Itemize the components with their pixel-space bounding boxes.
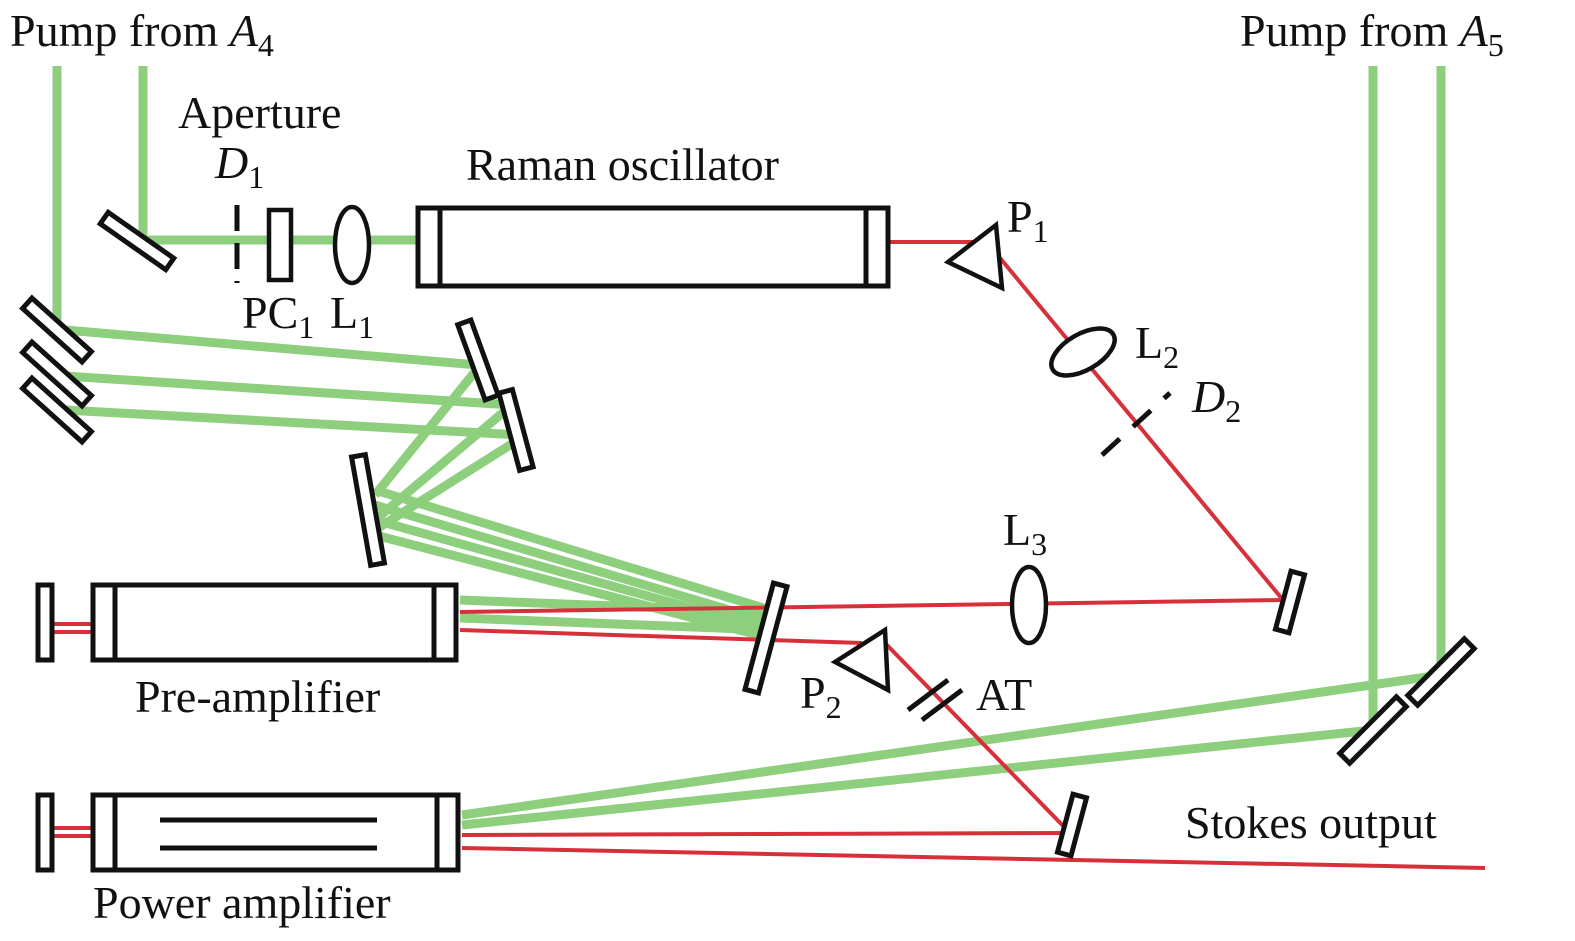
- stokes-beam-output: [461, 846, 1486, 870]
- mirror-preamp-input: [741, 580, 791, 696]
- pump-beam-fan-2: [373, 500, 772, 627]
- aperture-d2-icon: [1100, 391, 1172, 457]
- mirror-stokes-corner: [1272, 568, 1308, 636]
- pump-beam-power-2: [461, 725, 1374, 830]
- mirror-right-lower: [495, 386, 537, 474]
- stokes-beam-p1-to-mirror: [998, 256, 1285, 602]
- label-d1: D1: [214, 137, 264, 195]
- pump-beam-upper: [64, 325, 479, 370]
- mirror-left-1: [19, 294, 95, 366]
- stokes-beam-mirror-to-preamp: [459, 598, 1284, 614]
- pump-beam-fan-4: [373, 530, 772, 643]
- label-l3: L3: [1003, 504, 1047, 562]
- label-p2: P2: [800, 667, 842, 725]
- attenuator-icon: [906, 678, 964, 722]
- lens-l3: [1009, 564, 1049, 646]
- mirror-right-upper: [454, 316, 502, 404]
- stokes-beam-p2-to-mirror: [883, 641, 1072, 835]
- label-pump-from-a4: Pump from A4: [10, 5, 274, 63]
- label-stokes-output: Stokes output: [1185, 797, 1437, 848]
- label-aperture: Aperture: [178, 87, 341, 138]
- pump-beam-fan-1: [373, 485, 772, 615]
- label-l2: L2: [1135, 317, 1179, 375]
- stokes-beams: [52, 240, 1486, 870]
- label-at: AT: [976, 669, 1032, 720]
- pump-beam-cross-3: [372, 436, 521, 534]
- mirror-left-3: [19, 374, 95, 446]
- power-amplifier: [90, 792, 461, 873]
- label-l1: L1: [330, 287, 374, 345]
- stokes-beam-mirror-to-power: [461, 831, 1071, 837]
- pump-beam-cross-1: [371, 365, 482, 498]
- label-power-amplifier: Power amplifier: [93, 877, 391, 928]
- mirror-pump-a4-input: [96, 208, 178, 274]
- mirror-middle: [348, 451, 388, 569]
- mirror-pump-a5-upper: [1404, 635, 1478, 709]
- label-pump-from-a5: Pump from A5: [1240, 5, 1504, 63]
- mirror-power-end: [35, 792, 55, 873]
- prism-p1: [943, 220, 1005, 292]
- lens-l1: [332, 204, 372, 286]
- label-d2: D2: [1191, 371, 1241, 429]
- pump-beam-power-1: [461, 670, 1442, 820]
- label-raman-oscillator: Raman oscillator: [466, 139, 779, 190]
- pump-beam-preamp-2: [459, 613, 771, 635]
- stokes-beam-preamp-out: [459, 628, 863, 645]
- mirror-left-2: [19, 338, 95, 410]
- pockels-cell-pc1: [266, 207, 294, 283]
- mirrors: [19, 208, 1478, 873]
- label-pre-amplifier: Pre-amplifier: [135, 671, 380, 722]
- raman-oscillator: [415, 205, 891, 289]
- label-p1: P1: [1007, 191, 1049, 249]
- mirror-pump-a5-lower: [1336, 693, 1410, 767]
- pre-amplifier: [90, 582, 459, 663]
- prism-p2: [830, 626, 891, 694]
- lens-l2: [1049, 326, 1117, 378]
- pump-beam-cross-2: [372, 401, 515, 524]
- label-pc1: PC1: [242, 287, 314, 345]
- mirror-preamp-end: [35, 582, 55, 663]
- pump-beam-lower: [64, 405, 521, 440]
- mirror-stokes-power: [1054, 791, 1090, 859]
- pump-beam-middle: [64, 371, 513, 410]
